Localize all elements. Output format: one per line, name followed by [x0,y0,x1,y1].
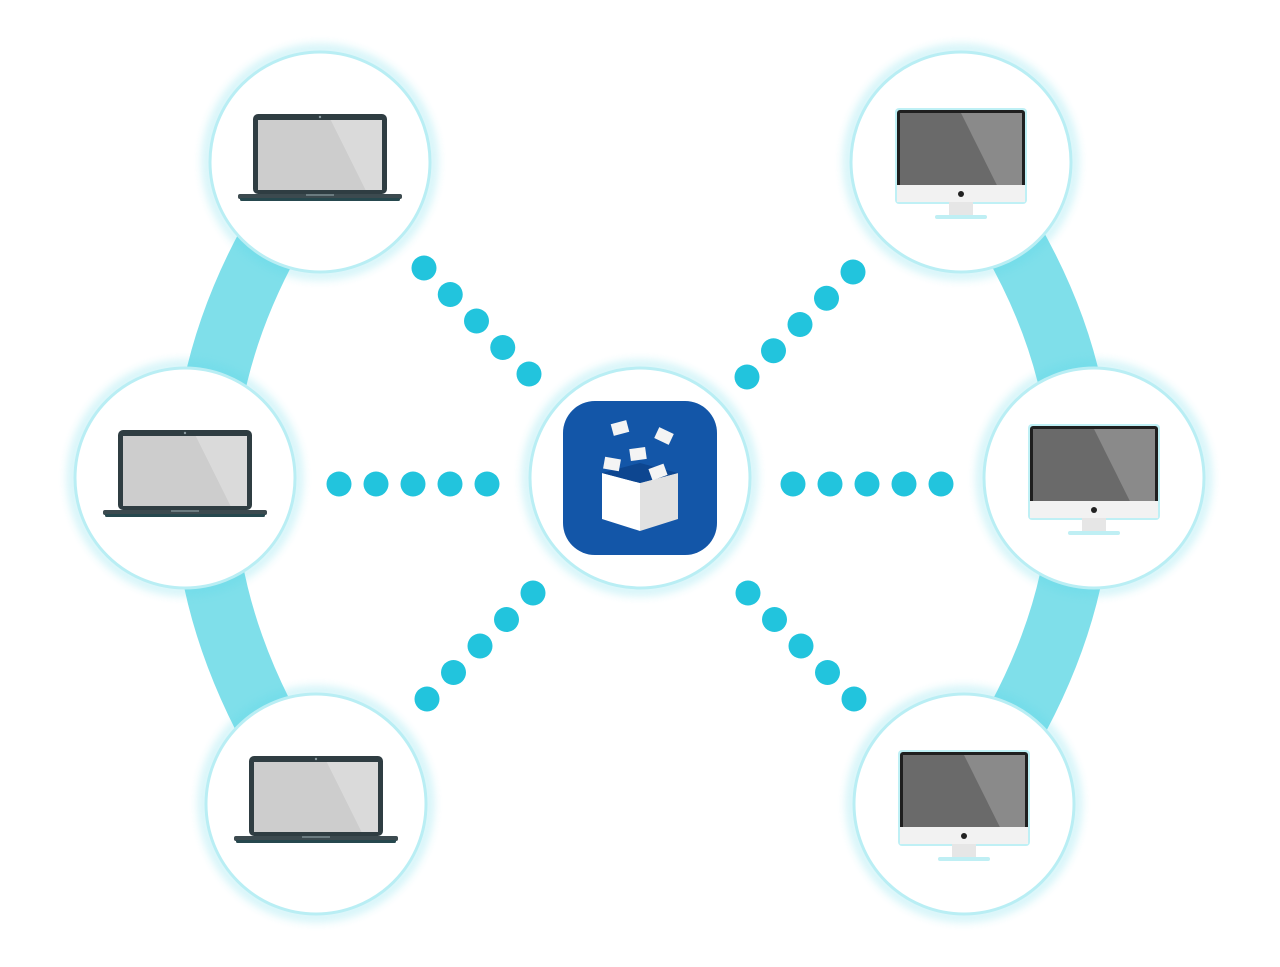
connector-layer [326,255,954,712]
connector-dot [928,471,954,497]
connector-dot [735,580,761,606]
desktop-monitor-icon [895,108,1027,219]
connector-dot [840,259,866,285]
connector-dot [467,633,493,659]
connector-dot [464,308,489,334]
connector-bottom-left [414,580,546,712]
connector-dot [815,660,840,685]
connector-dot [734,364,760,390]
desktop-monitor-icon [1028,424,1160,535]
laptop-node-bottom-left [200,688,432,920]
connector-top-left [411,255,542,387]
connector-dot [814,285,839,311]
connector-dot [780,471,806,497]
desktop-monitor-icon [898,750,1030,861]
connector-dot [490,335,516,360]
connector-dot [788,633,814,659]
connector-dot [363,471,389,497]
desktop-node-top-right [845,46,1077,278]
node-layer [69,46,1210,920]
laptop-icon [234,756,398,843]
desktop-node-middle-right [978,362,1210,594]
connector-dot [437,282,463,307]
connector-dot [400,471,426,497]
paper-sheet [603,456,621,472]
connector-dot [414,686,440,712]
laptop-icon [238,114,402,201]
connector-dot [787,312,813,337]
desktop-node-bottom-right [848,688,1080,920]
laptop-node-middle-left [69,362,301,594]
connector-dot [474,471,500,497]
paper-sheet [648,463,668,481]
hub-node [524,362,756,594]
laptop-icon [103,430,267,517]
connector-dot [411,255,437,281]
connector-dot [437,471,463,497]
connector-dot [817,471,843,497]
connector-top-right [734,259,866,390]
laptop-node-top-left [204,46,436,278]
connector-dot [854,471,880,497]
connector-middle-right [780,471,954,497]
paper-sheet [629,446,647,462]
connector-dot [326,471,352,497]
connector-dot [761,338,786,364]
connector-bottom-right [735,580,867,712]
paper-sheet [654,427,674,445]
box-with-documents-icon [563,401,717,555]
connector-dot [520,580,546,606]
connector-dot [891,471,917,497]
connector-dot [762,607,787,632]
connector-dot [516,361,542,387]
connector-middle-left [326,471,500,497]
connector-dot [494,607,519,632]
connector-dot [441,660,466,685]
connector-dot [841,686,867,712]
paper-sheet [610,420,630,436]
